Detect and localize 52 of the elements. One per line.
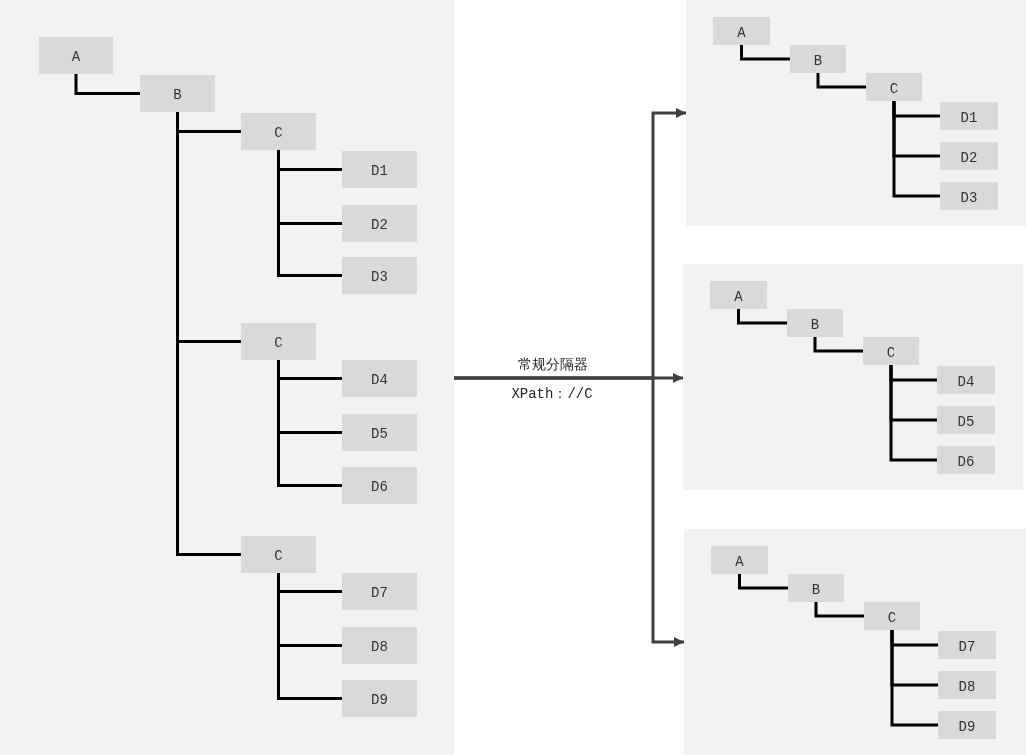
tree-line (889, 365, 937, 462)
tree-node-box: D3 (940, 182, 998, 210)
tree-line (737, 309, 787, 325)
tree-panel (0, 0, 454, 755)
arrow (454, 376, 684, 648)
tree-line (892, 101, 940, 198)
tree-line (813, 337, 863, 353)
tree-node-box: B (787, 309, 843, 337)
tree-node-box: D4 (937, 366, 995, 394)
tree-node-box: D5 (342, 414, 417, 451)
tree-node-box: A (711, 546, 768, 574)
tree-node-box: D7 (342, 573, 417, 610)
tree-line (740, 45, 790, 61)
tree-node-box: D9 (938, 711, 996, 739)
tree-node-box: C (241, 536, 316, 573)
tree-node-box: D9 (342, 680, 417, 717)
tree-line (738, 574, 788, 590)
tree-panel (684, 529, 1026, 755)
tree-node-box: D8 (342, 627, 417, 664)
tree-line (277, 150, 342, 277)
tree-node-box: D3 (342, 257, 417, 294)
tree-node-box: D4 (342, 360, 417, 397)
tree-line (814, 602, 864, 618)
tree-panel (686, 0, 1026, 226)
tree-node-box: D7 (938, 631, 996, 659)
tree-node-box: C (863, 337, 919, 365)
tree-node-box: A (39, 37, 113, 74)
tree-node-box: C (241, 323, 316, 360)
tree-node-box: D1 (940, 102, 998, 130)
tree-node-box: A (710, 281, 767, 309)
tree-node-box: D8 (938, 671, 996, 699)
tree-line (816, 73, 866, 89)
tree-node-box: A (713, 17, 770, 45)
tree-line (74, 74, 140, 95)
tree-node-box: B (788, 574, 844, 602)
tree-node-box: D2 (940, 142, 998, 170)
edge-label: 常规分隔器 (516, 356, 590, 374)
tree-node-box: C (241, 113, 316, 150)
tree-node-box: D5 (937, 406, 995, 434)
tree-node-box: C (866, 73, 922, 101)
tree-node-box: B (790, 45, 846, 73)
tree-node-box: D6 (937, 446, 995, 474)
tree-node-box: D6 (342, 467, 417, 504)
tree-panel (683, 264, 1023, 490)
tree-node-box: C (864, 602, 920, 630)
tree-node-box: D2 (342, 205, 417, 242)
tree-line (277, 573, 342, 700)
tree-line (277, 360, 342, 487)
tree-node-box: B (140, 75, 215, 112)
tree-line (890, 630, 938, 727)
tree-line (176, 112, 241, 556)
tree-node-box: D1 (342, 151, 417, 188)
